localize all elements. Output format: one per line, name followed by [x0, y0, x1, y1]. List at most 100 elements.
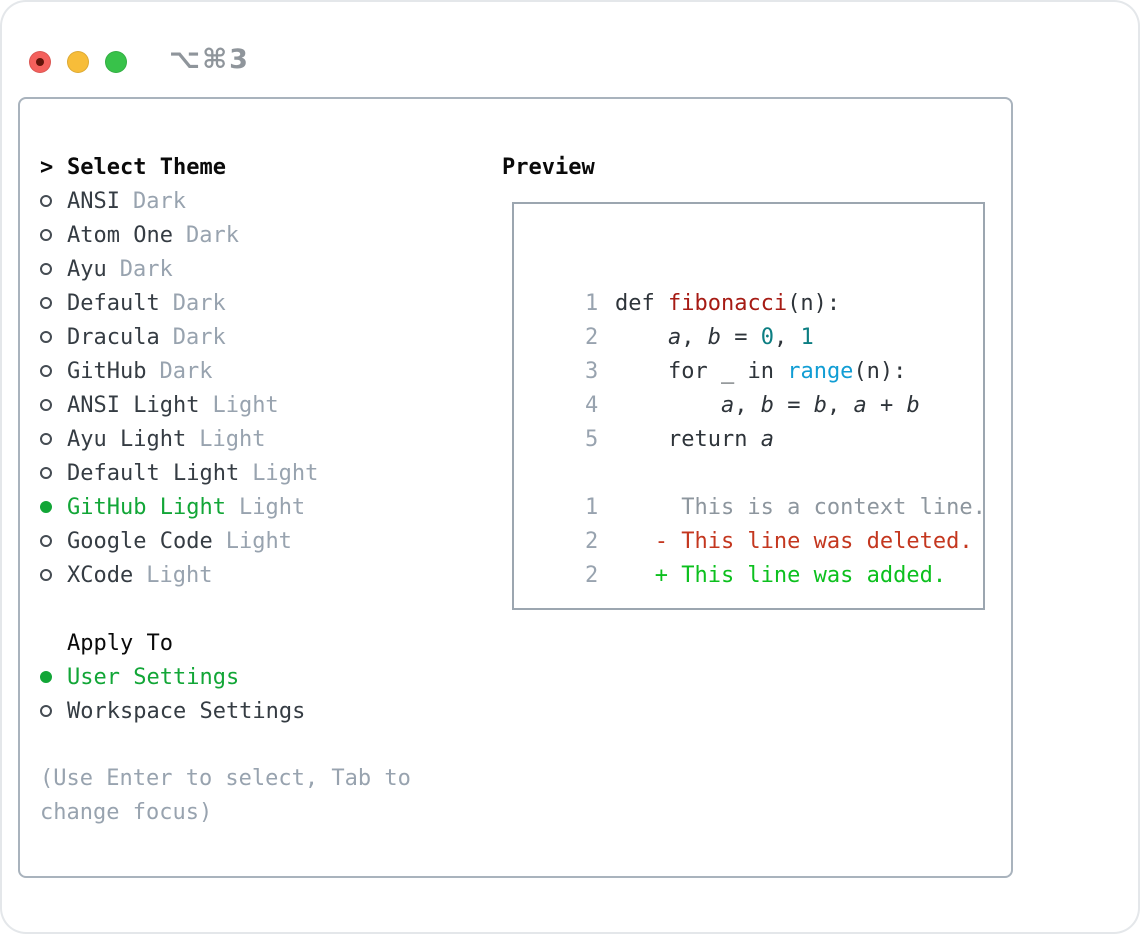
line-content: a, b = b, a + b	[720, 393, 920, 418]
option-label: Workspace Settings	[67, 698, 306, 724]
radio-gutter	[40, 705, 67, 717]
apply-option-user-settings[interactable]: User Settings	[40, 660, 502, 694]
radio-icon	[40, 195, 52, 207]
option-tag: Light	[212, 392, 279, 418]
option-label: Google Code	[67, 528, 213, 554]
option-tag: Dark	[172, 290, 226, 316]
line-content: This is a context line.	[614, 495, 985, 520]
line-number: 2	[584, 325, 599, 350]
radio-gutter	[40, 229, 67, 241]
theme-option-ansi-light[interactable]: ANSI Light Light	[40, 388, 502, 422]
option-tag: Light	[238, 494, 306, 520]
option-label: Atom One	[67, 222, 173, 248]
radio-gutter	[40, 535, 67, 547]
diff-line: 1 This is a context line.	[532, 457, 983, 520]
radio-gutter	[40, 671, 67, 683]
radio-icon	[40, 297, 52, 309]
option-label: XCode	[67, 562, 134, 588]
option-label: Ayu Light	[67, 426, 187, 452]
option-label: ANSI Light	[67, 392, 200, 418]
diff-line: 2 + This line was added.	[532, 525, 983, 588]
option-tag: Dark	[132, 188, 186, 214]
preview-title: Preview	[502, 154, 595, 180]
line-number: 4	[584, 393, 599, 418]
line-number: 1	[584, 291, 599, 316]
option-label: GitHub	[67, 358, 147, 384]
radio-icon	[40, 535, 52, 547]
option-label: User Settings	[67, 664, 240, 690]
radio-icon-selected	[40, 501, 52, 513]
option-label: ANSI	[67, 188, 120, 214]
code-line: 4 a, b = b, a + b	[532, 355, 983, 418]
option-tag: Light	[252, 460, 319, 486]
theme-option-google-code[interactable]: Google Code Light	[40, 524, 502, 558]
radio-gutter	[40, 569, 67, 581]
radio-icon	[40, 365, 52, 377]
select-theme-header: > Select Theme	[40, 150, 502, 184]
option-tag: Light	[146, 562, 213, 588]
line-content: - This line was deleted.	[614, 529, 973, 554]
close-button[interactable]	[29, 50, 51, 73]
radio-icon	[40, 331, 52, 343]
spacer	[40, 592, 502, 626]
prompt-icon: >	[40, 154, 54, 180]
radio-icon	[40, 569, 52, 581]
theme-option-ansi[interactable]: ANSI Dark	[40, 184, 502, 218]
radio-gutter	[40, 467, 67, 479]
zoom-button[interactable]	[105, 50, 127, 73]
radio-gutter	[40, 501, 67, 513]
preview-header-row: Preview	[502, 150, 983, 184]
line-number: 5	[584, 427, 599, 452]
unsaved-changes-dot-icon	[36, 57, 44, 66]
code-line: 3 for _ in range(n):	[532, 321, 983, 384]
code-line: 5 return a	[532, 389, 983, 452]
theme-option-xcode[interactable]: XCode Light	[40, 558, 502, 592]
radio-icon	[40, 433, 52, 445]
theme-option-dracula[interactable]: Dracula Dark	[40, 320, 502, 354]
option-tag: Light	[199, 426, 266, 452]
radio-gutter	[40, 263, 67, 275]
diff-line: 2 - This line was deleted.	[532, 491, 983, 554]
apply-to-list: User Settings Workspace Settings	[40, 660, 502, 728]
radio-icon	[40, 467, 52, 479]
line-content: for _ in range(n):	[667, 359, 907, 384]
option-tag: Light	[225, 528, 292, 554]
option-tag: Dark	[185, 222, 239, 248]
theme-option-atom-one[interactable]: Atom One Dark	[40, 218, 502, 252]
radio-gutter	[40, 331, 67, 343]
line-content: return a	[667, 427, 774, 452]
radio-icon	[40, 399, 52, 411]
apply-to-header-row: Apply To	[40, 626, 502, 660]
line-number: 1	[584, 495, 599, 520]
line-content: a, b = 0, 1	[667, 325, 814, 350]
radio-gutter	[40, 399, 67, 411]
spacer	[40, 728, 502, 762]
radio-gutter	[40, 297, 67, 309]
option-tag: Dark	[172, 324, 226, 350]
code-line: 2 a, b = 0, 1	[532, 287, 983, 350]
radio-gutter	[40, 433, 67, 445]
line-number: 2	[584, 563, 599, 588]
radio-icon	[40, 263, 52, 275]
titlebar: ⌥⌘3	[0, 0, 1140, 97]
apply-option-workspace-settings[interactable]: Workspace Settings	[40, 694, 502, 728]
diff-preview-block: 1 This is a context line. 2 - This line …	[532, 457, 983, 588]
minimize-button[interactable]	[67, 50, 89, 73]
option-label: Dracula	[67, 324, 160, 350]
option-tag: Dark	[119, 256, 173, 282]
option-tag: Dark	[159, 358, 213, 384]
theme-option-ayu-light[interactable]: Ayu Light Light	[40, 422, 502, 456]
line-content: + This line was added.	[614, 563, 947, 588]
theme-option-github[interactable]: GitHub Dark	[40, 354, 502, 388]
line-number: 3	[584, 359, 599, 384]
apply-to-title: Apply To	[67, 630, 173, 656]
